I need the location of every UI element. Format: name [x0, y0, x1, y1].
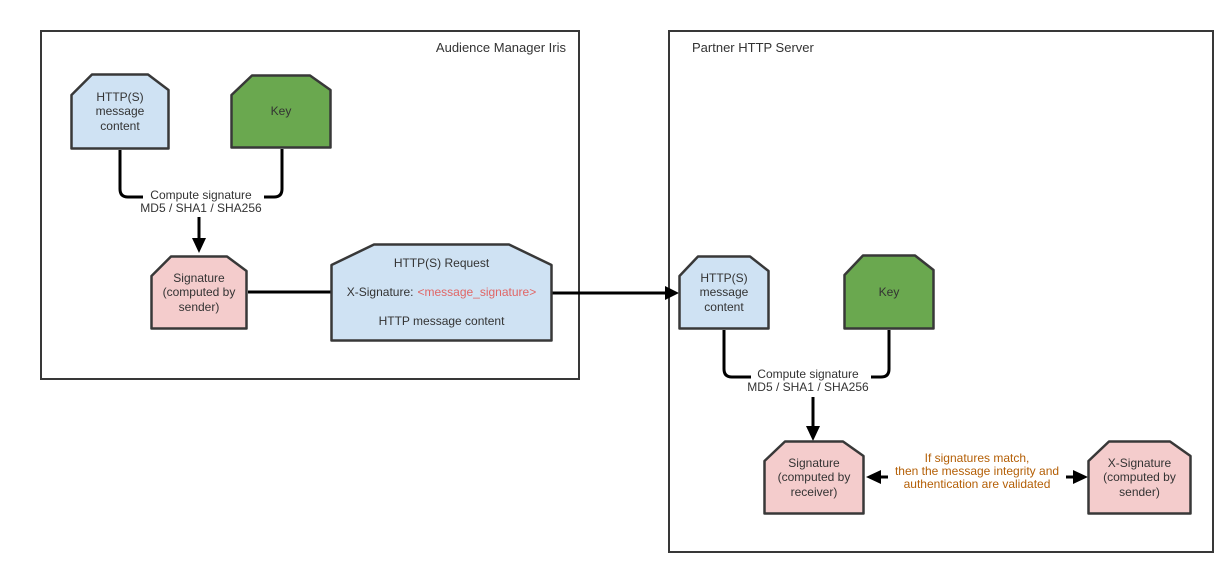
- node-http-request: HTTP(S) Request X-Signature:<message_sig…: [330, 243, 553, 342]
- card-shape: [678, 255, 770, 330]
- card-shape: [843, 254, 935, 330]
- card-shape: [150, 255, 248, 330]
- node-http-request-label: HTTP(S) Request X-Signature:<message_sig…: [330, 243, 553, 342]
- node-x-signature-sender: X-Signature (computed by sender): [1087, 440, 1192, 515]
- x-signature-header-value: <message_signature>: [417, 285, 537, 299]
- compute-signature-label-receiver: Compute signature MD5 / SHA1 / SHA256: [747, 367, 869, 394]
- signatures-match-note: If signatures match, then the message in…: [894, 451, 1060, 491]
- node-http-message-content-sender-label: HTTP(S) message content: [95, 89, 145, 133]
- panel-title-partner-http-server: Partner HTTP Server: [692, 40, 814, 55]
- node-key-receiver-label: Key: [878, 284, 900, 299]
- node-x-signature-sender-label: X-Signature (computed by sender): [1103, 455, 1176, 499]
- x-signature-header: X-Signature:<message_signature>: [347, 285, 536, 300]
- http-request-body: HTTP message content: [378, 314, 505, 328]
- card-shape: [330, 243, 553, 342]
- card-shape: [230, 74, 332, 149]
- card-shape: [1087, 440, 1192, 515]
- http-request-title: HTTP(S) Request: [393, 256, 490, 270]
- x-signature-header-label: X-Signature:: [346, 285, 414, 299]
- node-signature-receiver: Signature (computed by receiver): [763, 440, 865, 515]
- node-http-message-content-sender: HTTP(S) message content: [70, 73, 170, 150]
- node-http-message-content-receiver-label: HTTP(S) message content: [699, 270, 749, 314]
- node-key-sender-label: Key: [270, 104, 292, 119]
- panel-title-audience-manager-iris: Audience Manager Iris: [435, 40, 566, 55]
- node-http-message-content-receiver: HTTP(S) message content: [678, 255, 770, 330]
- node-signature-receiver-label: Signature (computed by receiver): [777, 455, 851, 499]
- node-key-receiver: Key: [843, 254, 935, 330]
- card-shape: [763, 440, 865, 515]
- card-shape: [70, 73, 170, 150]
- node-signature-sender: Signature (computed by sender): [150, 255, 248, 330]
- node-key-sender: Key: [230, 74, 332, 149]
- compute-signature-label-sender: Compute signature MD5 / SHA1 / SHA256: [140, 188, 262, 215]
- panel-audience-manager-iris: Audience Manager Iris: [40, 30, 580, 380]
- node-signature-sender-label: Signature (computed by sender): [162, 270, 236, 314]
